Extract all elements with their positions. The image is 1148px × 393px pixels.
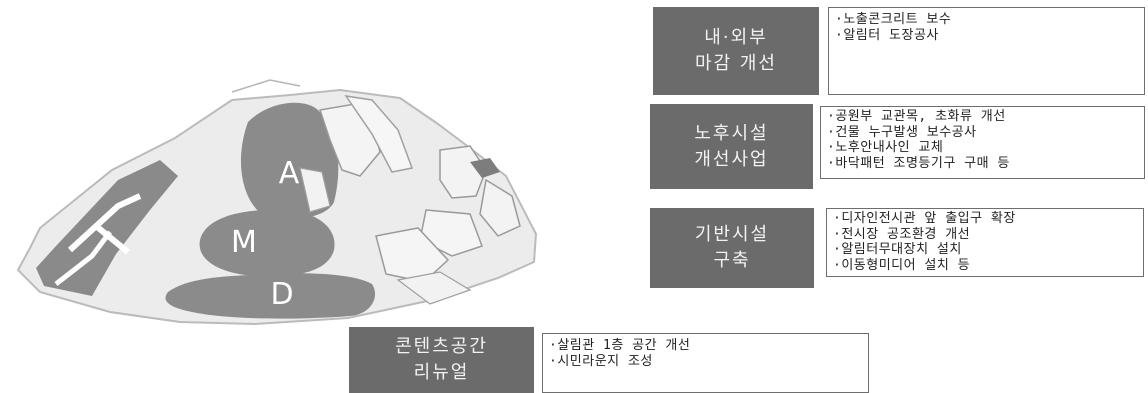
- zone-label-m: M: [231, 225, 257, 260]
- detail-box-infrastructure: ·디자인전시관 앞 출입구 확장 ·전시장 공조환경 개선 ·알림터무대장치 설…: [826, 208, 1144, 277]
- detail-item: ·시민라운지 조성: [549, 353, 653, 369]
- left-road: [67, 193, 142, 255]
- category-aging-facility-improvement: 노후시설 개선사업: [650, 104, 813, 189]
- minor-structure-3: [439, 145, 487, 199]
- detail-item: ·건물 누구발생 보수공사: [827, 124, 977, 140]
- detail-item: ·알림터무대장치 설치: [833, 242, 962, 257]
- detail-box-exterior-interior-finish: ·노출콘크리트 보수 ·알림터 도장공사: [828, 7, 1145, 95]
- category-title-line1: 기반시설: [694, 224, 770, 245]
- category-title-line2: 리뉴얼: [413, 362, 470, 383]
- detail-item: ·디자인전시관 앞 출입구 확장: [833, 211, 1016, 226]
- detail-item: ·살림관 1층 공간 개선: [549, 338, 691, 353]
- small-dark-block: [470, 158, 500, 178]
- category-title-line1: 노후시설: [694, 122, 769, 144]
- left-wedge: [36, 160, 178, 296]
- zone-label-d: D: [270, 277, 293, 312]
- detail-box-content-space-renewal: ·살림관 1층 공간 개선 ·시민라운지 조성: [542, 333, 869, 393]
- detail-item: ·알림터 도장공사: [835, 27, 939, 43]
- category-exterior-interior-finish: 내·외부 마감 개선: [653, 7, 819, 95]
- category-title-line1: 콘텐츠공간: [395, 336, 488, 357]
- detail-item: ·노출콘크리트 보수: [835, 12, 952, 27]
- zone-d-shape: [165, 273, 376, 319]
- site-map: A M D: [16, 79, 538, 326]
- category-title-line2: 마감 개선: [695, 53, 777, 74]
- zone-label-a: A: [279, 156, 300, 191]
- detail-box-aging-facility-improvement: ·공원부 교관목, 초화류 개선 ·건물 누구발생 보수공사 ·노후안내사인 교…: [820, 106, 1145, 179]
- minor-structure-6: [375, 227, 450, 283]
- category-title-line1: 내·외부: [704, 27, 768, 48]
- category-content-space-renewal: 콘텐츠공간 리뉴얼: [349, 327, 534, 393]
- minor-structure-4: [479, 178, 521, 237]
- detail-item: ·바닥패턴 조명등기구 구매 등: [827, 155, 1010, 171]
- zone-m-shape: [199, 209, 335, 277]
- detail-item: ·전시장 공조환경 개선: [833, 226, 971, 242]
- detail-item: ·이동형미디어 설치 등: [833, 257, 971, 273]
- detail-item: ·공원부 교관목, 초화류 개선: [827, 109, 1006, 124]
- category-infrastructure: 기반시설 구축: [650, 208, 814, 288]
- minor-structure-2: [344, 94, 414, 173]
- detail-item: ·노후안내사인 교체: [827, 140, 944, 155]
- minor-structure-7: [299, 167, 331, 213]
- category-title-line2: 구축: [713, 250, 751, 271]
- category-title-line2: 개선사업: [694, 148, 769, 170]
